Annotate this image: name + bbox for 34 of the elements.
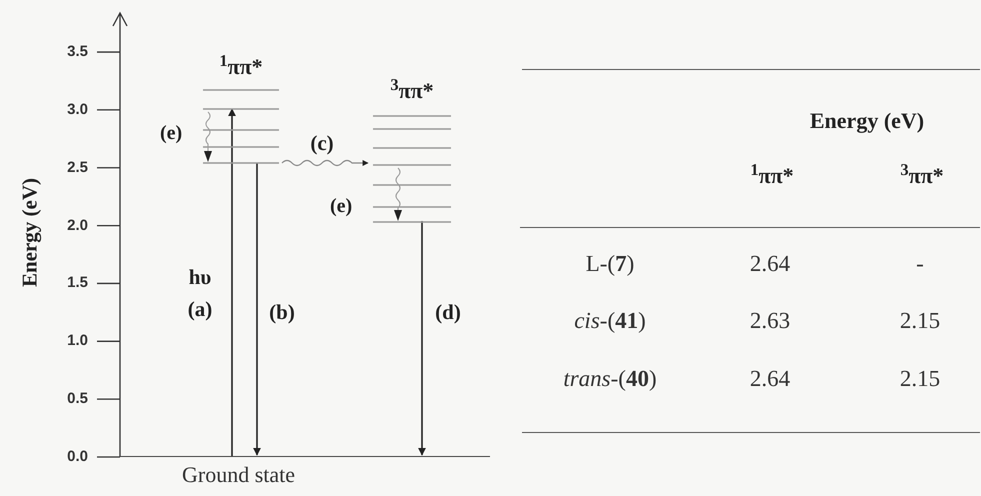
tick-label: 1.0 (66, 333, 88, 348)
edge-label: hυ (a) (186, 264, 214, 322)
arrow (418, 221, 426, 456)
tick-label: 0.5 (66, 391, 88, 406)
edge-label: (c) (309, 130, 335, 157)
compound-name: trans-(40) (562, 367, 658, 390)
tick-label: 3.0 (66, 102, 88, 117)
energy-value: 2.64 (748, 252, 792, 275)
arrow (253, 163, 261, 456)
tick-label: 2.0 (66, 218, 88, 233)
compound-name: L-(7) (584, 252, 636, 275)
state-label: Ground state (182, 461, 296, 488)
tick-label: 3.5 (66, 44, 88, 60)
energy-value: - (915, 252, 925, 275)
state-label: $^{1}$ππ* (218, 56, 264, 78)
energy-value: 2.15 (898, 309, 942, 332)
edge-label: (b) (268, 299, 296, 326)
edge-label: (d) (434, 299, 462, 326)
column-header: Energy (eV) (808, 110, 926, 132)
compound-name: cis-(41) (573, 309, 647, 332)
wavy-arrow (282, 160, 369, 166)
column-header: $^{1}$ππ* (749, 165, 795, 187)
energy-value: 2.15 (898, 367, 942, 390)
tick-label: 1.5 (66, 275, 88, 290)
tick-label: 2.5 (66, 160, 88, 175)
process-label: (e) (160, 123, 182, 143)
column-header: $^{3}$ππ* (899, 165, 945, 187)
axis-title: Energy (eV) (20, 176, 40, 290)
process-label: (e) (330, 196, 352, 216)
energy-value: 2.63 (748, 309, 792, 332)
energy-value: 2.64 (748, 367, 792, 390)
tick-label: 0.0 (66, 449, 88, 464)
arrow (228, 108, 236, 456)
state-label: $^{3}$ππ* (389, 80, 435, 102)
